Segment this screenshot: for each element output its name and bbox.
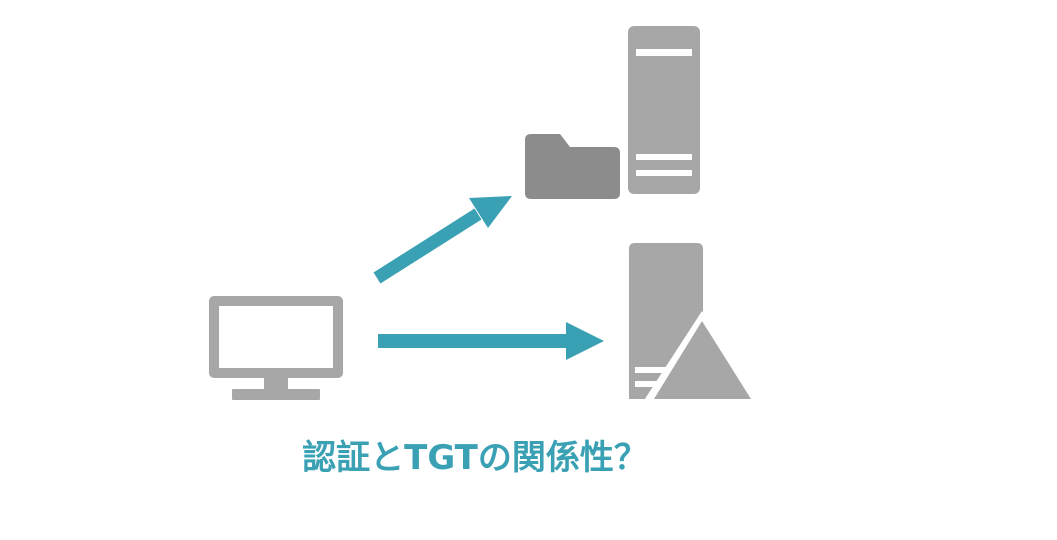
- server-tower-icon: [628, 26, 700, 194]
- monitor-icon: [209, 296, 343, 400]
- auth-server-icon: [629, 243, 762, 405]
- arrow-to-auth-server: [378, 322, 604, 360]
- diagram-caption: 認証とTGTの関係性？: [302, 438, 648, 478]
- arrow-to-file-server: [373, 196, 512, 284]
- folder-icon: [525, 134, 620, 199]
